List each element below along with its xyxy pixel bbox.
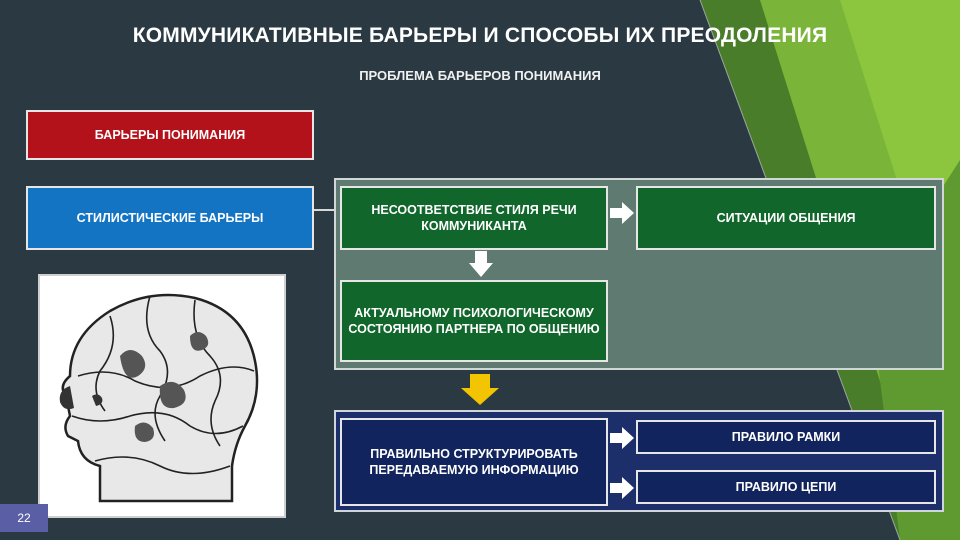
puzzle-head-icon [59,293,259,503]
structure-info-box: ПРАВИЛЬНО СТРУКТУРИРОВАТЬ ПЕРЕДАВАЕМУЮ И… [340,418,608,506]
arrow-right-icon [610,427,634,449]
barriers-understanding-box: БАРЬЕРЫ ПОНИМАНИЯ [26,110,314,160]
arrow-down-icon [469,251,493,277]
chain-rule-box: ПРАВИЛО ЦЕПИ [636,470,936,504]
frame-rule-box: ПРАВИЛО РАМКИ [636,420,936,454]
puzzle-head-illustration [38,274,286,518]
slide-title: КОММУНИКАТИВНЫЕ БАРЬЕРЫ И СПОСОБЫ ИХ ПРЕ… [132,24,828,47]
arrow-down-icon [461,374,499,405]
style-mismatch-box: НЕСООТВЕТСТВИЕ СТИЛЯ РЕЧИ КОММУНИКАНТА [340,186,608,250]
page-number: 22 [0,504,48,532]
communication-situation-box: СИТУАЦИИ ОБЩЕНИЯ [636,186,936,250]
psych-state-box: АКТУАЛЬНОМУ ПСИХОЛОГИЧЕСКОМУ СОСТОЯНИЮ П… [340,280,608,362]
arrow-right-icon [610,202,634,224]
stylistic-barriers-box: СТИЛИСТИЧЕСКИЕ БАРЬЕРЫ [26,186,314,250]
arrow-right-icon [610,477,634,499]
slide-subtitle: ПРОБЛЕМА БАРЬЕРОВ ПОНИМАНИЯ [359,68,601,83]
